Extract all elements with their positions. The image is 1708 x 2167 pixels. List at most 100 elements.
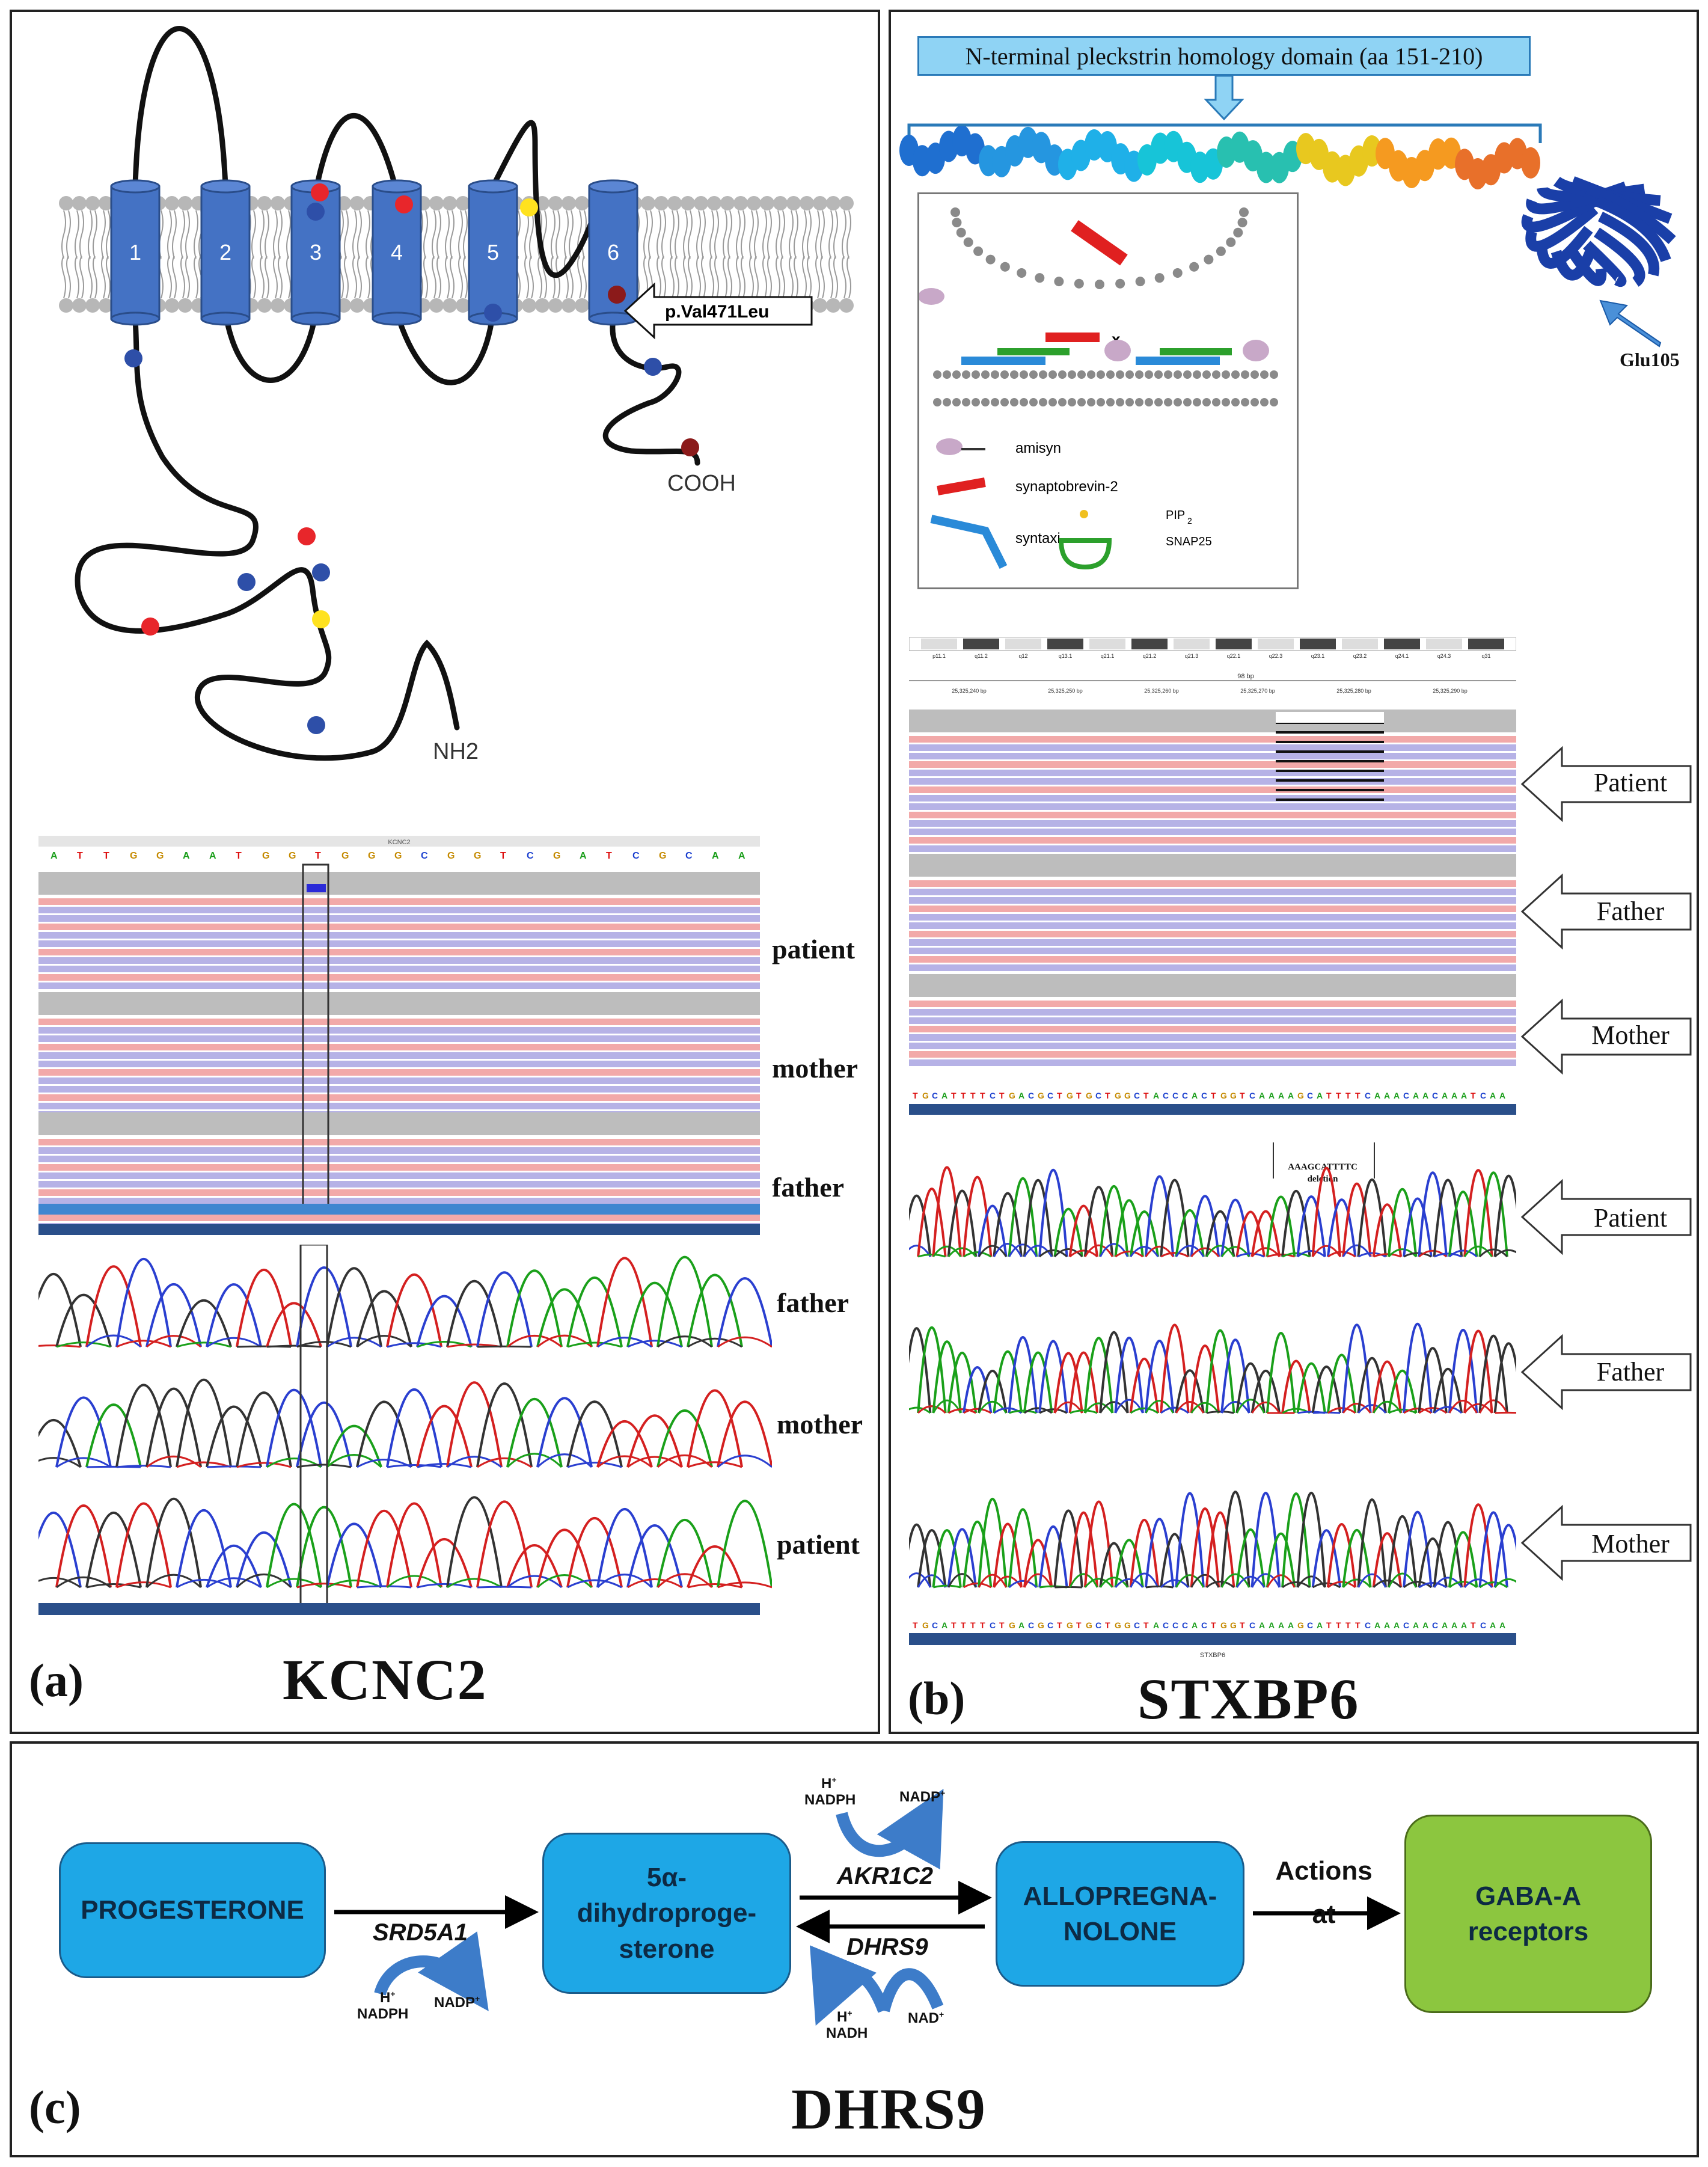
svg-text:C: C	[1172, 1091, 1178, 1100]
box-5a-dihydroprogesterone: 5α-dihydroproge-sterone	[542, 1833, 791, 1994]
svg-text:A: A	[1317, 1620, 1323, 1630]
svg-text:G: G	[1297, 1091, 1304, 1100]
c-terminal-tail	[602, 316, 700, 466]
chrom-label-patient-b: Patient	[1593, 1203, 1668, 1233]
variant-dot-6	[608, 286, 626, 304]
svg-text:T: T	[1326, 1091, 1332, 1100]
svg-text:A: A	[1461, 1091, 1467, 1100]
svg-text:G: G	[1038, 1620, 1044, 1630]
svg-text:A: A	[1499, 1091, 1505, 1100]
svg-text:C: C	[1480, 1091, 1486, 1100]
box-allopregnanolone: ALLOPREGNA-NOLONE	[996, 1841, 1244, 1987]
svg-text:T: T	[980, 1091, 985, 1100]
svg-text:T: T	[951, 1091, 957, 1100]
domain-banner: N-terminal pleckstrin homology domain (a…	[917, 36, 1531, 76]
ideogram-band-label: p11.1	[932, 653, 946, 659]
svg-text:A: A	[1384, 1620, 1390, 1630]
svg-text:A: A	[1413, 1620, 1419, 1630]
svg-text:A: A	[1394, 1091, 1400, 1100]
coverage-track-1	[38, 872, 760, 895]
svg-text:C: C	[1134, 1620, 1140, 1630]
ruler-tick-label: 25,325,270 bp	[1240, 688, 1275, 694]
svg-text:G: G	[1220, 1091, 1227, 1100]
variant-dot-3	[395, 195, 413, 213]
panel-b: N-terminal pleckstrin homology domain (a…	[889, 10, 1699, 1734]
svg-text:C: C	[1432, 1091, 1438, 1100]
ruler-tick-label: 25,325,280 bp	[1336, 688, 1371, 694]
svg-text:A: A	[1442, 1620, 1448, 1630]
svg-text:G: G	[262, 851, 269, 861]
glu105-arrow	[1599, 299, 1662, 348]
svg-text:A: A	[1374, 1091, 1380, 1100]
svg-text:C: C	[1201, 1091, 1207, 1100]
variant-dot-1	[311, 183, 329, 201]
svg-text:A: A	[1394, 1620, 1400, 1630]
legend-synaptobrevin: synaptobrevin-2	[1015, 479, 1118, 495]
svg-text:C: C	[1365, 1620, 1371, 1630]
svg-text:C: C	[1201, 1620, 1207, 1630]
svg-text:G: G	[368, 851, 375, 861]
cofactor-arrow-akr1c2	[836, 1789, 944, 1870]
svg-text:C: C	[1307, 1620, 1313, 1630]
svg-text:G: G	[1067, 1091, 1073, 1100]
svg-text:A: A	[1451, 1091, 1457, 1100]
svg-text:A: A	[941, 1620, 947, 1630]
svg-text:G: G	[1038, 1091, 1044, 1100]
helix-number-1: 1	[129, 240, 141, 265]
trio-arrow-1	[1520, 746, 1692, 823]
pathway-arrows	[334, 1789, 1401, 2026]
svg-text:T: T	[913, 1091, 918, 1100]
chromatograms-kcnc2	[38, 1245, 772, 1615]
svg-text:A: A	[1288, 1620, 1294, 1630]
svg-text:T: T	[1471, 1091, 1476, 1100]
amisyn-shape	[918, 288, 944, 305]
variant-dot-5	[484, 304, 502, 322]
svg-text:T: T	[980, 1620, 985, 1630]
reference-sequence	[909, 1090, 1516, 1102]
svg-text:C: C	[1095, 1091, 1101, 1100]
coverage-track-1	[909, 710, 1516, 732]
trio-arrow-6	[1520, 1504, 1692, 1581]
svg-text:T: T	[951, 1620, 957, 1630]
legend-syntaxin-icon	[930, 515, 1008, 569]
ideogram-band-label: q11.2	[975, 653, 988, 659]
svg-text:G: G	[130, 851, 137, 861]
igv-label-mother: mother	[772, 1053, 859, 1084]
svg-text:C: C	[632, 851, 640, 861]
variant-dot-10	[298, 527, 316, 545]
svg-text:C: C	[1163, 1091, 1169, 1100]
svg-text:C: C	[932, 1620, 938, 1630]
cofactor-akr-nadph: NADPH	[804, 1792, 856, 1808]
cofactor-srd-h: H+	[380, 1989, 396, 2006]
svg-text:G: G	[1115, 1620, 1121, 1630]
ideogram-band-label: q22.3	[1269, 653, 1283, 659]
svg-text:T: T	[1240, 1091, 1245, 1100]
chrom-label-mother: mother	[777, 1409, 863, 1439]
svg-text:T: T	[1143, 1091, 1149, 1100]
chrom-label-father: father	[777, 1287, 849, 1318]
svg-text:T: T	[970, 1620, 976, 1630]
cofactor-arrow-srd5a1	[374, 1931, 489, 2011]
svg-text:A: A	[1413, 1091, 1419, 1100]
svg-text:T: T	[1326, 1620, 1332, 1630]
ideogram-band-label: q31	[1481, 653, 1490, 659]
svg-text:G: G	[1220, 1620, 1227, 1630]
svg-text:C: C	[421, 851, 428, 861]
svg-text:T: T	[1211, 1091, 1216, 1100]
svg-text:T: T	[1105, 1620, 1110, 1630]
cofactor-dhrs-nad: NAD+	[908, 2009, 944, 2026]
loop-s3-s4	[313, 112, 400, 195]
svg-text:C: C	[1182, 1620, 1188, 1630]
residue-label: Glu105	[1620, 349, 1680, 370]
svg-text:G: G	[1115, 1091, 1121, 1100]
cofactor-srd-nadp: NADP+	[434, 1994, 480, 2011]
ideogram-band-label: q24.1	[1395, 653, 1409, 659]
legend-syntaxin: syntaxi	[1015, 530, 1061, 547]
svg-text:A: A	[1384, 1091, 1390, 1100]
snap25-shape	[997, 348, 1070, 355]
svg-text:G: G	[289, 851, 296, 861]
chrom-label-father-b: Father	[1596, 1357, 1665, 1387]
svg-text:A: A	[1153, 1091, 1159, 1100]
legend-snap25-icon	[1058, 538, 1112, 570]
